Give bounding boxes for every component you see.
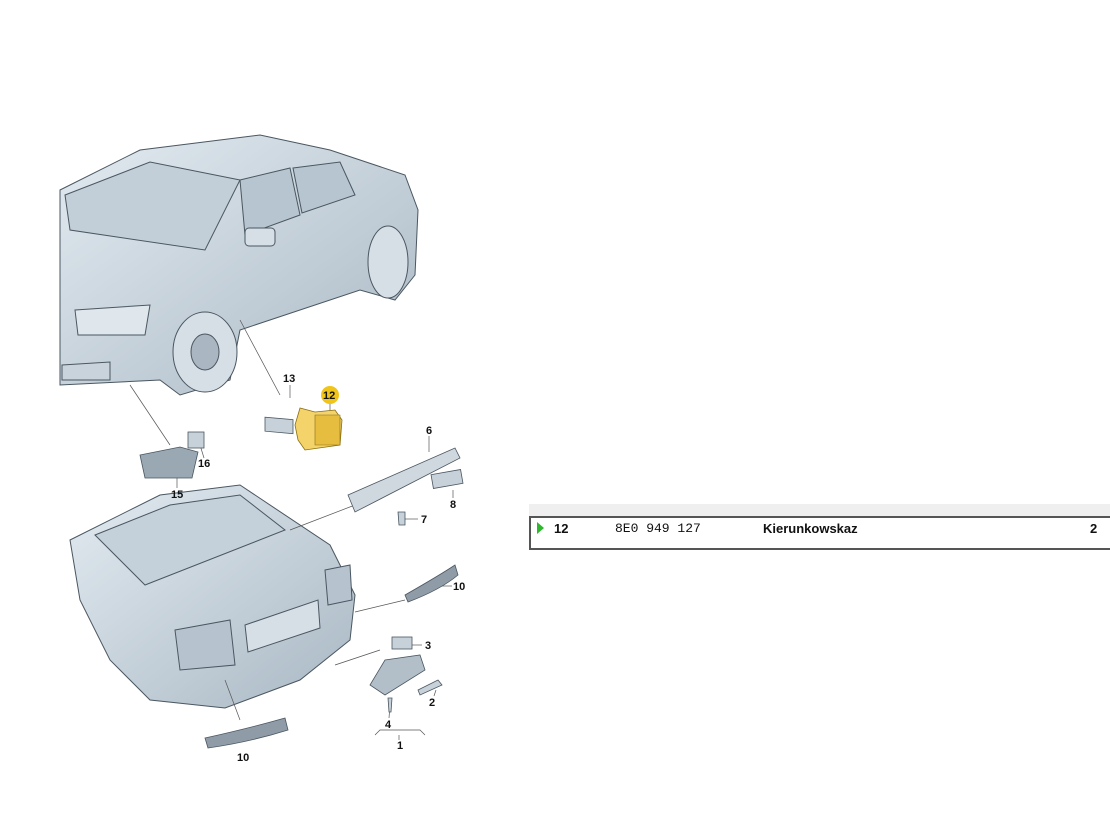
callout: 15 (171, 489, 183, 501)
callout: 7 (421, 514, 427, 526)
part-description: Kierunkowskaz (763, 521, 858, 536)
highlight-badge (321, 386, 339, 404)
callout-highlighted: 12 (323, 390, 335, 402)
callout: 6 (426, 425, 432, 437)
callout: 1 (397, 740, 403, 752)
leader-lines (129, 319, 454, 740)
side-marker-turn-signal-part[interactable] (294, 407, 343, 451)
callout: 16 (198, 458, 210, 470)
callout: 8 (450, 499, 456, 511)
position-number: 12 (554, 521, 569, 536)
callout: 4 (385, 719, 392, 731)
part-number: 8E0 949 127 (615, 521, 701, 536)
callout: 13 (283, 373, 295, 385)
rear-car-illustration (69, 484, 356, 709)
row-selected-arrow-icon (537, 522, 544, 534)
callout: 10 (453, 581, 465, 593)
callout: 3 (425, 640, 431, 652)
callout: 10 (237, 752, 249, 764)
table-header-strip (529, 504, 1110, 516)
quantity: 2 (1090, 521, 1098, 536)
parts-table-row[interactable]: 12 8E0 949 127 Kierunkowskaz 2 (529, 516, 1110, 550)
callout-labels: 13 12 6 16 8 15 7 10 3 2 4 1 10 (171, 373, 465, 764)
parts-small (139, 416, 464, 749)
front-car-illustration (59, 134, 419, 396)
parts-diagram: 13 12 6 16 8 15 7 10 3 2 4 1 10 (59, 134, 465, 764)
callout: 2 (429, 697, 435, 709)
